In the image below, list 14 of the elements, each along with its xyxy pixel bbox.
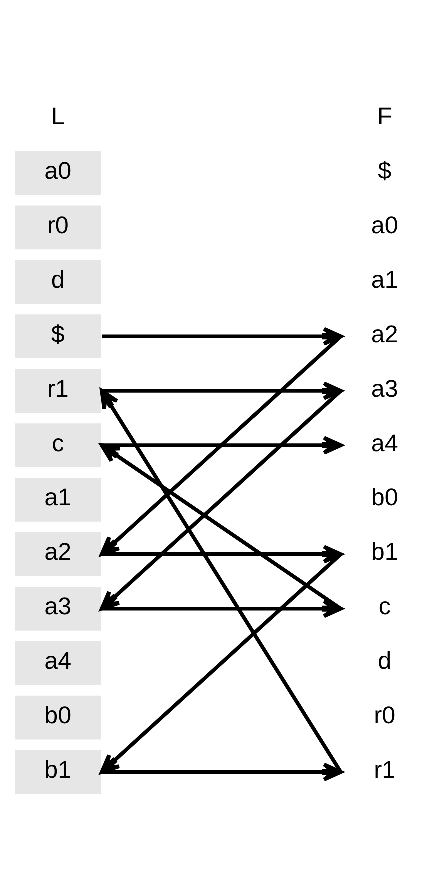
node-text: b1 xyxy=(371,539,398,566)
node-text: c xyxy=(378,594,391,621)
node-text: $ xyxy=(378,158,392,185)
node-text: a3 xyxy=(371,376,398,403)
node-text: d xyxy=(378,648,392,676)
node-text: a4 xyxy=(371,430,398,458)
node-text: r1 xyxy=(374,757,396,784)
node-text: a2 xyxy=(371,321,398,348)
node-text: b0 xyxy=(371,484,398,512)
node-text: a1 xyxy=(371,266,398,294)
label: F xyxy=(377,103,392,130)
node-text: r0 xyxy=(374,702,396,730)
label: L xyxy=(51,103,65,130)
node-text: a0 xyxy=(371,212,398,240)
